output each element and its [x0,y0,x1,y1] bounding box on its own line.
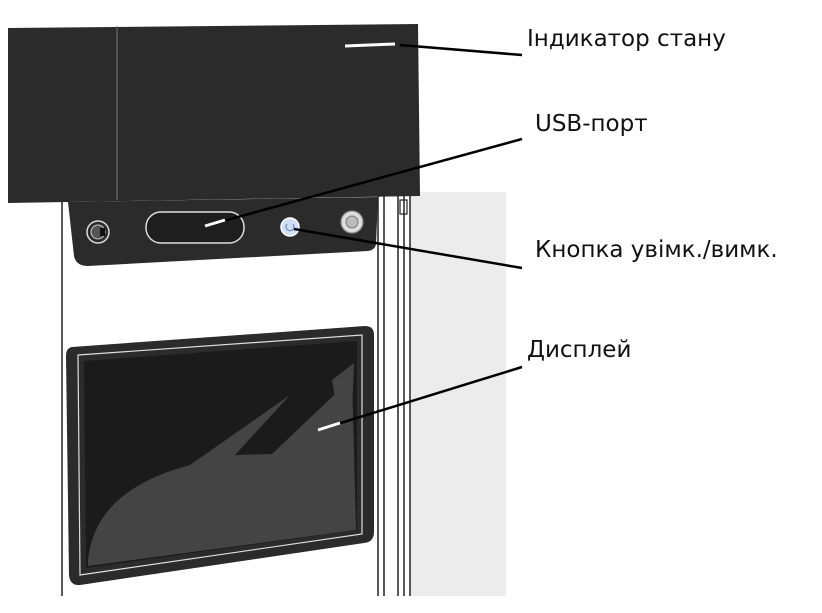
screen-reflection [88,378,356,566]
screen-reflection-stripe [332,363,354,425]
cabinet-edges [61,196,411,596]
power-icon [285,223,295,232]
label-usb-port: USB-порт [535,111,648,137]
leader-usb-port [204,137,523,228]
display-frame-highlight [77,334,363,576]
leader-status-indicator [399,43,523,57]
top-cover [8,24,420,203]
side-panel [410,192,506,596]
label-power-button: Кнопка увімк./вимк. [535,237,778,263]
power-button[interactable] [280,217,300,237]
status-indicator [344,42,396,48]
leader-power-button [293,227,523,270]
right-connector-icon [340,210,364,234]
side-slot [399,199,408,215]
left-connector-icon [86,220,110,244]
label-status-indicator: Індикатор стану [527,26,726,52]
label-display: Дисплей [527,337,632,363]
leader-display [317,365,523,432]
usb-port[interactable] [145,211,245,244]
leader-lines [204,43,523,432]
